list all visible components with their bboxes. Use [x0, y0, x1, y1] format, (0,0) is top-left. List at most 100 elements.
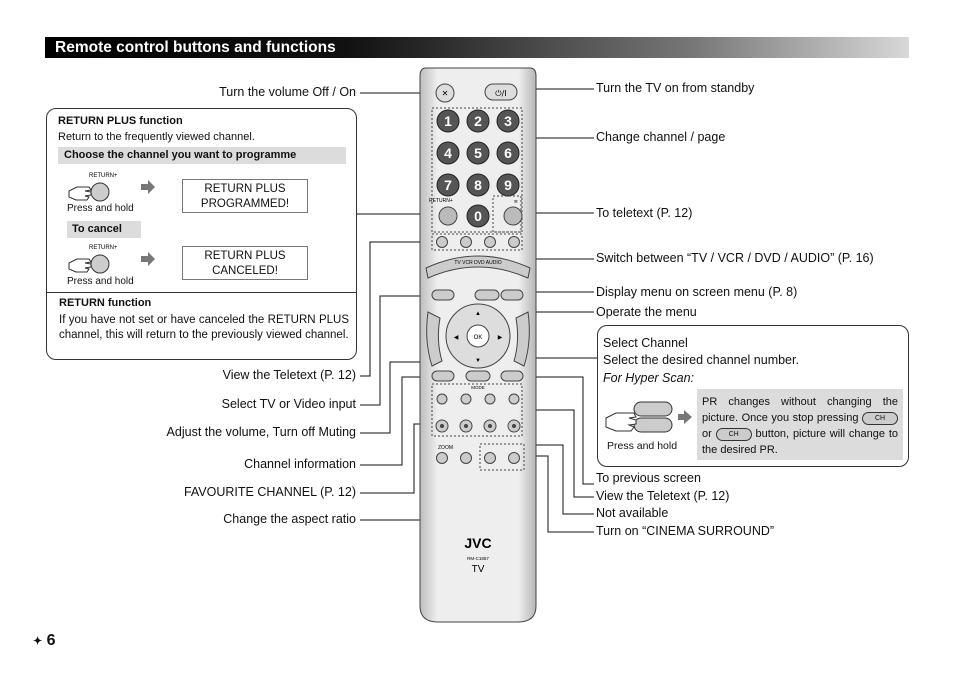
return-plus-desc: Return to the frequently viewed channel. — [58, 131, 255, 143]
red-key — [436, 236, 448, 248]
label-channel-page: Change channel / page — [596, 130, 726, 144]
hyper-scan-label: For Hyper Scan: — [603, 371, 695, 385]
ch-down-button: CH — [715, 427, 752, 441]
return-plus-title: RETURN PLUS function — [58, 115, 183, 127]
mute-button — [435, 83, 455, 103]
hand-press-icon-2: RETURN+ — [68, 245, 117, 274]
digit-label-1: 1 — [444, 113, 452, 129]
menu-button — [500, 289, 524, 301]
label-favourite: FAVOURITE CHANNEL (P. 12) — [183, 485, 356, 499]
return-desc: If you have not set or have canceled the… — [59, 314, 349, 341]
green-key — [460, 236, 472, 248]
mode-labels: TV VCR DVD AUDIO — [454, 260, 501, 266]
right-arrow-icon: ▶ — [498, 335, 503, 341]
arrow-right-icon — [141, 180, 155, 194]
teletext-button — [503, 206, 523, 226]
label-teletext-view-2: View the Teletext (P. 12) — [596, 489, 730, 503]
digit-label-8: 8 — [474, 177, 482, 193]
yellow-key — [484, 236, 496, 248]
pr-text-1: PR changes without changing the picture.… — [702, 396, 898, 424]
return-title: RETURN function — [59, 297, 152, 309]
digit-button-7 — [436, 173, 460, 197]
teletext-icon: ≡ — [514, 199, 518, 205]
mode-selector — [425, 255, 531, 279]
arrow-right-icon-2 — [141, 252, 155, 266]
label-not-available: Not available — [596, 506, 669, 520]
pr-text-2: button, picture will change to the desir… — [702, 428, 899, 456]
to-cancel-label: To cancel — [67, 221, 141, 238]
label-teletext: To teletext (P. 12) — [596, 206, 693, 220]
press-hold-text-2: Press and hold — [67, 276, 134, 287]
hand-press-icon: RETURN+ — [68, 173, 117, 202]
press-hold-text-3: Press and hold — [607, 440, 678, 452]
up-arrow-icon: ▲ — [475, 311, 481, 317]
model-number: RM-C1857 — [467, 556, 489, 561]
digit-button-0 — [466, 204, 490, 228]
return-button-tag-2: RETURN+ — [89, 245, 117, 251]
divider — [47, 292, 356, 293]
label-standby: Turn the TV on from standby — [596, 81, 755, 95]
digit-button-6 — [496, 141, 520, 165]
ch-down-remote — [465, 370, 491, 382]
digit-button-1 — [436, 109, 460, 133]
mode-label-small: MODE — [471, 385, 485, 390]
return-plus-panel: RETURN PLUS function Return to the frequ… — [46, 108, 357, 360]
ok-button — [466, 324, 490, 348]
tv-av-button — [431, 370, 455, 382]
blue-key — [508, 236, 520, 248]
page-marker-icon: ✦ — [33, 635, 43, 648]
label-aspect: Change the aspect ratio — [223, 512, 356, 526]
menu-tv-button — [431, 289, 455, 301]
label-prev-screen: To previous screen — [596, 471, 701, 485]
mute-icon: ✕ — [442, 89, 449, 98]
or-text: or — [702, 428, 712, 440]
label-tv-video: Select TV or Video input — [221, 397, 356, 411]
power-icon: ⏻/I — [495, 89, 506, 98]
digit-label-0: 0 — [474, 208, 482, 224]
canceled-message: RETURN PLUS CANCELED! — [182, 246, 308, 280]
digit-button-3 — [496, 109, 520, 133]
vol-minus-button — [426, 311, 443, 367]
zoom-button — [436, 452, 448, 464]
return-plus-button — [438, 206, 458, 226]
section-title: Remote control buttons and functions — [55, 39, 336, 56]
choose-channel-bar: Choose the channel you want to programme — [58, 147, 346, 164]
digit-label-7: 7 — [444, 177, 452, 193]
ok-label: OK — [474, 335, 483, 341]
label-operate: Operate the menu — [596, 305, 697, 319]
label-volume: Turn the volume Off / On — [219, 85, 356, 99]
page-number: ✦ 6 — [33, 632, 56, 650]
zoom-label: ZOOM — [438, 445, 453, 451]
digit-label-5: 5 — [474, 145, 482, 161]
label-channel-info: Channel information — [244, 457, 356, 471]
label-menu: Display menu on screen menu (P. 8) — [596, 285, 798, 299]
down-arrow-icon: ▼ — [475, 358, 481, 364]
tv-label: TV — [472, 564, 485, 575]
not-available-button — [484, 452, 496, 464]
digit-button-4 — [436, 141, 460, 165]
label-switch: Switch between “TV / VCR / DVD / AUDIO” … — [596, 251, 874, 265]
digit-label-6: 6 — [504, 145, 512, 161]
hyper-scan-callout: PR changes without changing the picture.… — [697, 389, 903, 460]
brand-logo: JVC — [464, 535, 491, 551]
section-header: Remote control buttons and functions — [45, 37, 909, 58]
press-hold-text-1: Press and hold — [67, 203, 134, 214]
ch-up-remote — [474, 289, 500, 301]
hand-ch-icon — [605, 401, 692, 433]
left-arrow-icon: ◀ — [454, 335, 459, 341]
select-channel-panel: Select Channel Select the desired channe… — [597, 325, 909, 467]
return-button-tag: RETURN+ — [89, 173, 117, 179]
digit-label-4: 4 — [444, 145, 452, 161]
power-button — [484, 83, 518, 101]
cinema-surround-button — [508, 452, 520, 464]
digit-label-9: 9 — [504, 177, 512, 193]
text-button — [500, 370, 524, 382]
aspect-button — [460, 452, 472, 464]
digit-button-5 — [466, 141, 490, 165]
page-number-value: 6 — [46, 632, 56, 649]
select-channel-title: Select Channel — [603, 336, 688, 350]
digit-button-2 — [466, 109, 490, 133]
label-cinema: Turn on “CINEMA SURROUND” — [596, 524, 775, 538]
label-volume-mute: Adjust the volume, Turn off Muting — [166, 425, 356, 439]
